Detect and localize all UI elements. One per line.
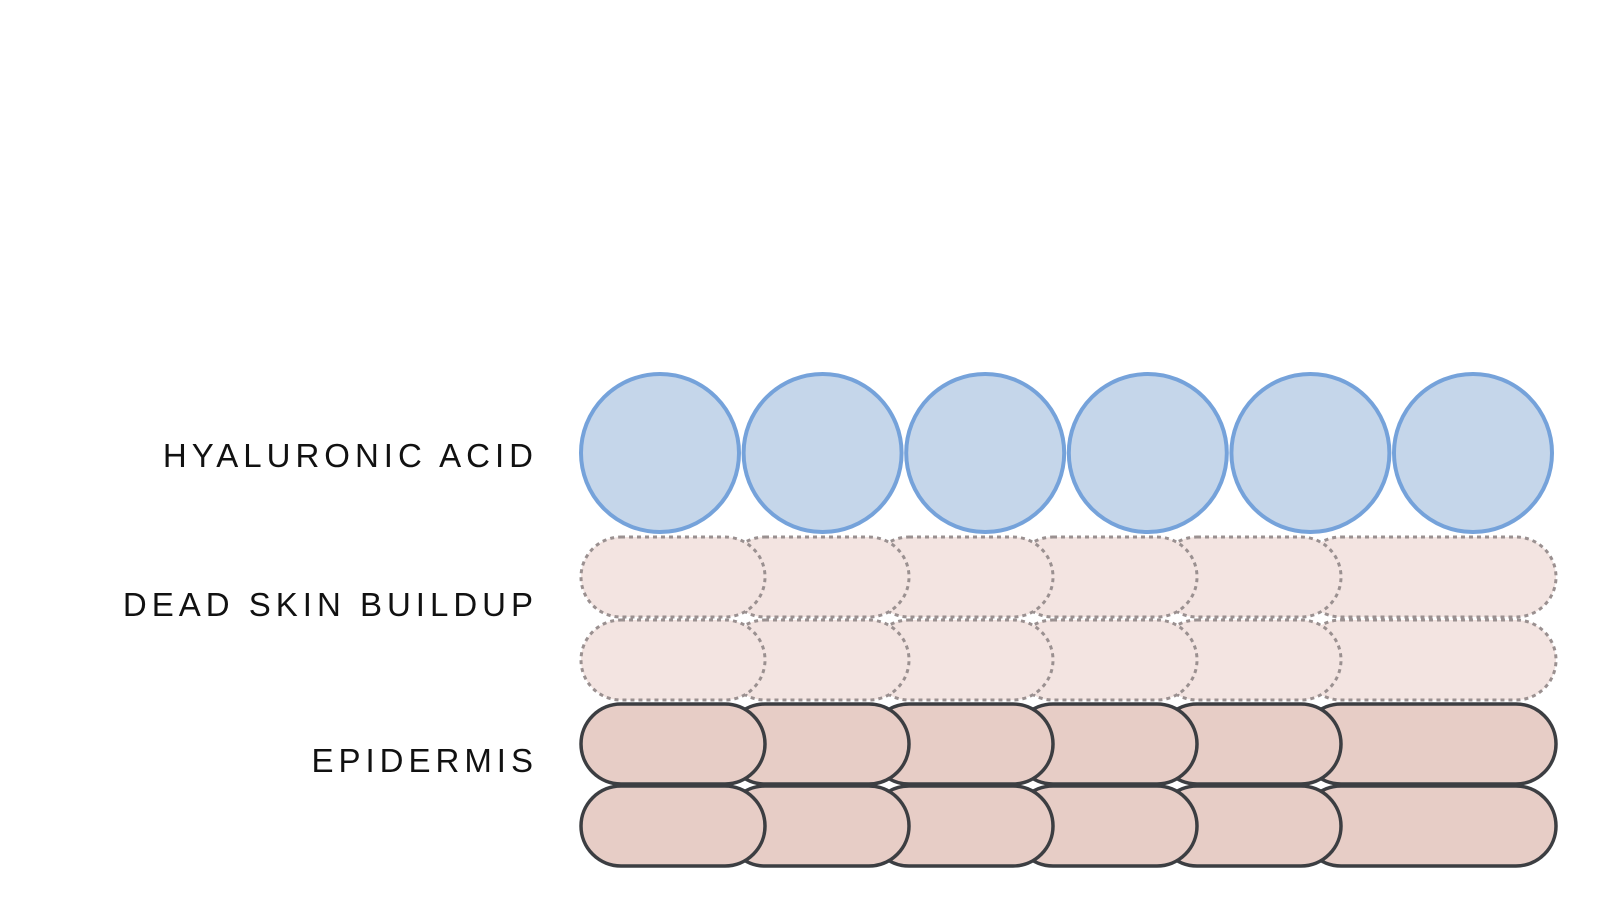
hyaluronic-acid-molecule-4 (1066, 372, 1229, 534)
dead-skin-cell-r1-5 (1155, 535, 1343, 619)
dead-skin-cell-r1-1 (579, 535, 767, 619)
dead-skin-cell-r1-4 (1011, 535, 1199, 619)
hyaluronic-acid-molecule-5 (1229, 372, 1392, 534)
epidermis-layer (579, 702, 1558, 868)
dead-skin-cell-r2-1 (579, 618, 767, 702)
label-hyaluronic-acid: HYALURONIC ACID (163, 437, 538, 474)
label-epidermis: EPIDERMIS (311, 742, 538, 779)
label-dead-skin-buildup: DEAD SKIN BUILDUP (123, 586, 538, 623)
hyaluronic-acid-molecule-3 (904, 372, 1067, 534)
dead-skin-layer (579, 535, 1558, 702)
epidermis-cell-r2-1 (579, 784, 767, 868)
hyaluronic-acid-layer (579, 372, 1554, 534)
hyaluronic-acid-molecule-2 (741, 372, 904, 534)
dead-skin-cell-r1-3 (867, 535, 1055, 619)
dead-skin-cell-r1-2 (723, 535, 911, 619)
dead-skin-cell-r2-4 (1011, 618, 1199, 702)
hyaluronic-acid-molecule-1 (579, 372, 741, 534)
epidermis-cell-r1-1 (579, 702, 767, 786)
dead-skin-cell-r2-5 (1155, 618, 1343, 702)
dead-skin-cell-r2-3 (867, 618, 1055, 702)
hyaluronic-acid-molecule-6 (1392, 372, 1554, 534)
dead-skin-cell-r2-2 (723, 618, 911, 702)
